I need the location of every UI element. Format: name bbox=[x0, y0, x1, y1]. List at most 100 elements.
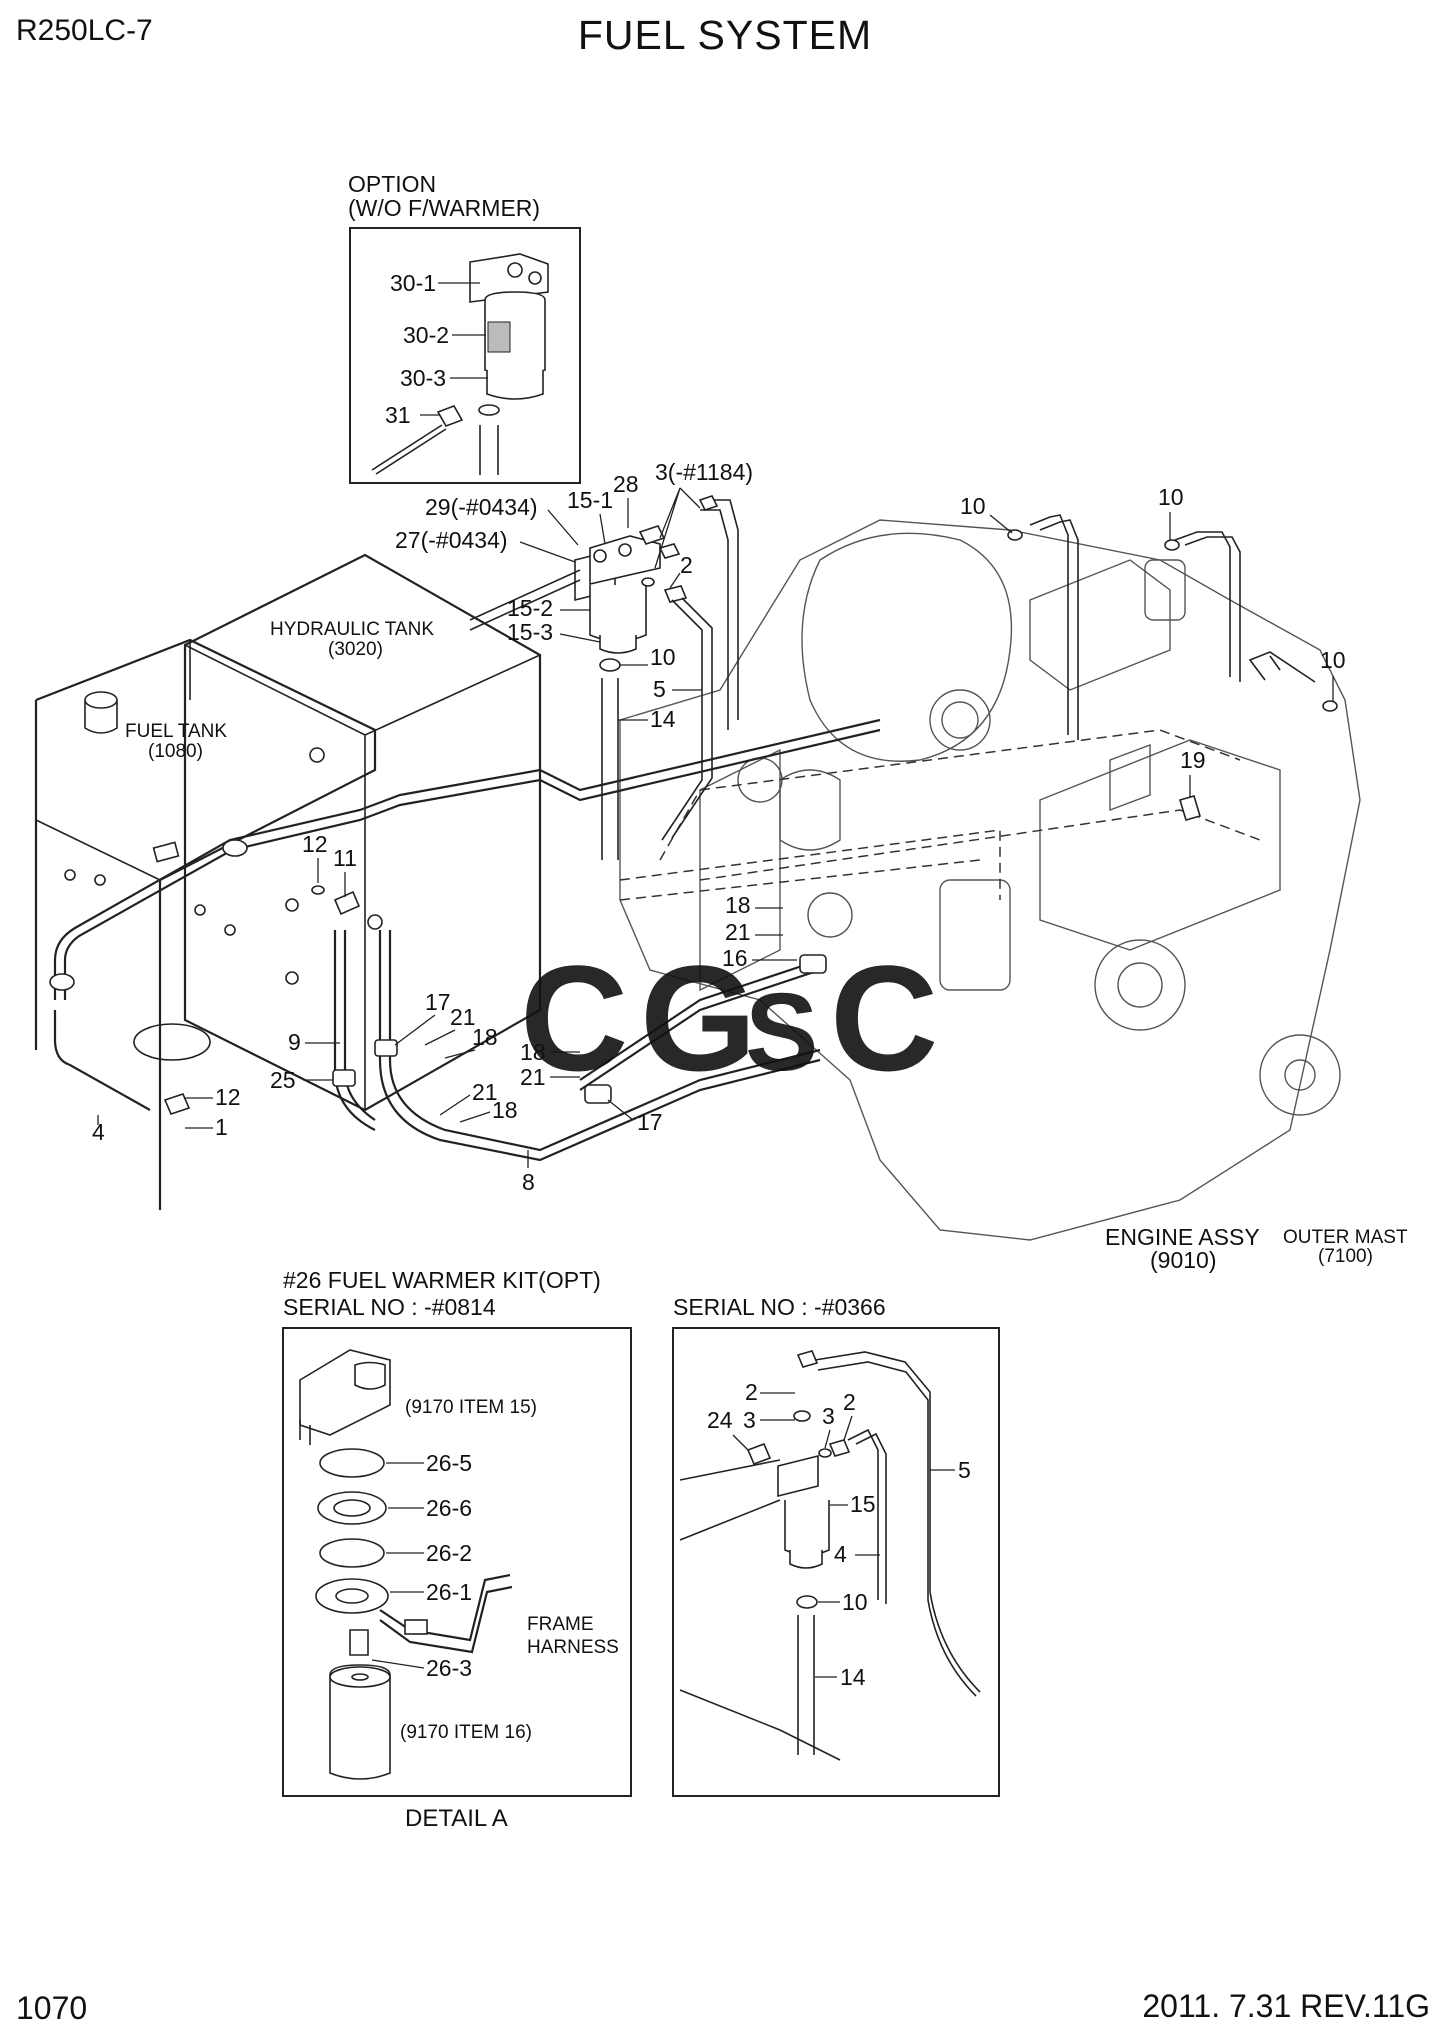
callout-27: 27(-#0434) bbox=[395, 527, 508, 553]
label-30-2: 30-2 bbox=[403, 322, 449, 348]
hose-5 bbox=[661, 597, 713, 841]
callout-14: 14 bbox=[650, 706, 676, 732]
connector-top bbox=[698, 495, 719, 511]
revision-date: 2011. 7.31 REV.11G bbox=[1142, 1988, 1430, 2024]
callout-18-d: 18 bbox=[492, 1097, 518, 1123]
option-subtitle: (W/O F/WARMER) bbox=[348, 195, 540, 221]
detail-a-serial: SERIAL NO : -#0814 bbox=[283, 1294, 496, 1320]
label-14: 14 bbox=[840, 1664, 866, 1690]
detail-a-fuel-warmer-kit: #26 FUEL WARMER KIT(OPT) SERIAL NO : -#0… bbox=[282, 1267, 632, 1832]
tank-piping bbox=[49, 718, 881, 1162]
callout-21-b: 21 bbox=[450, 1004, 476, 1030]
option-title: OPTION bbox=[348, 171, 436, 197]
callout-1: 1 bbox=[215, 1114, 228, 1140]
clamp-17 bbox=[584, 1084, 612, 1104]
callout-21-c: 21 bbox=[520, 1064, 546, 1090]
head-port bbox=[507, 262, 523, 278]
hydraulic-tank-label: HYDRAULIC TANK bbox=[270, 619, 434, 640]
serial-box-heading: SERIAL NO : -#0366 bbox=[673, 1294, 886, 1320]
filter-bowl-15-3 bbox=[599, 635, 637, 654]
label-harness: HARNESS bbox=[527, 1637, 619, 1658]
turbocharger bbox=[801, 532, 1013, 762]
callout-18-a: 18 bbox=[725, 892, 751, 918]
callout-4: 4 bbox=[92, 1119, 105, 1145]
callout-9: 9 bbox=[288, 1029, 301, 1055]
callout-12-lower: 12 bbox=[215, 1084, 241, 1110]
callout-18-b: 18 bbox=[472, 1024, 498, 1050]
label-24: 24 bbox=[707, 1407, 733, 1433]
model-number: R250LC-7 bbox=[16, 14, 153, 47]
callout-15-1: 15-1 bbox=[567, 487, 613, 513]
fuel-filler-cap bbox=[84, 700, 118, 734]
serial-box-frame bbox=[672, 1327, 1000, 1797]
engine-callouts: 10 10 10 19 bbox=[960, 484, 1346, 821]
hose-14 bbox=[601, 678, 619, 860]
label-26-3: 26-3 bbox=[426, 1655, 472, 1681]
ref-item-16: (9170 ITEM 16) bbox=[400, 1722, 532, 1743]
label-26-2: 26-2 bbox=[426, 1540, 472, 1566]
callout-17-b: 17 bbox=[637, 1109, 663, 1135]
callout-10-engine-c: 10 bbox=[1320, 647, 1346, 673]
fuel-tank-label: FUEL TANK bbox=[125, 721, 227, 742]
fitting-31 bbox=[436, 405, 464, 427]
label-2-top: 2 bbox=[745, 1379, 758, 1405]
option-filter-box: OPTION (W/O F/WARMER) 30-1 30-2 30-3 31 bbox=[348, 171, 581, 484]
fuel-filter-assembly bbox=[469, 495, 739, 860]
label-4: 4 bbox=[834, 1541, 847, 1567]
sender-plate bbox=[133, 1023, 211, 1061]
callout-28: 28 bbox=[613, 471, 639, 497]
label-3-left: 3 bbox=[743, 1407, 756, 1433]
fitting-1 bbox=[163, 1093, 191, 1115]
engine-label: ENGINE ASSY bbox=[1105, 1224, 1260, 1250]
label-26-5: 26-5 bbox=[426, 1450, 472, 1476]
callout-18-c: 18 bbox=[520, 1039, 546, 1065]
fuel-line-upper bbox=[579, 958, 821, 1091]
washer bbox=[478, 404, 500, 416]
seal-10 bbox=[796, 1595, 818, 1609]
callout-16: 16 bbox=[722, 945, 748, 971]
label-3-right: 3 bbox=[822, 1403, 835, 1429]
filter-element-15-2 bbox=[589, 585, 647, 642]
filter-15 bbox=[784, 1500, 830, 1556]
clip-19 bbox=[1179, 795, 1201, 821]
callout-29: 29(-#0434) bbox=[425, 494, 538, 520]
callout-8: 8 bbox=[522, 1169, 535, 1195]
oring-26-2 bbox=[319, 1538, 385, 1568]
callout-25: 25 bbox=[270, 1067, 296, 1093]
tank-callouts: 12 11 18 21 16 17 21 18 9 25 18 21 12 bbox=[92, 831, 797, 1195]
option-frame bbox=[349, 227, 581, 484]
hose-5 bbox=[814, 1351, 981, 1697]
label-31: 31 bbox=[385, 402, 411, 428]
callout-19: 19 bbox=[1180, 747, 1206, 773]
clamp-25 bbox=[332, 1069, 356, 1087]
watermark-letter: G bbox=[640, 934, 757, 1102]
ref-item-15: (9170 ITEM 15) bbox=[405, 1397, 537, 1418]
fuel-line-9 bbox=[333, 930, 376, 1131]
callout-12-upper: 12 bbox=[302, 831, 328, 857]
fuel-tank: FUEL TANK (1080) bbox=[34, 638, 377, 1210]
watermark-letter: S bbox=[745, 971, 818, 1094]
callout-15-3: 15-3 bbox=[507, 619, 553, 645]
page-number: 1070 bbox=[16, 1990, 88, 2026]
callout-21-d: 21 bbox=[472, 1079, 498, 1105]
cgsc-watermark-logo: C G S C bbox=[520, 934, 938, 1102]
drain-tube bbox=[479, 425, 499, 475]
fuel-line-8 bbox=[378, 930, 821, 1162]
watermark-letter: C bbox=[520, 934, 628, 1102]
hose-return bbox=[700, 499, 739, 730]
hydraulic-tank-code: (3020) bbox=[328, 639, 383, 660]
hose-31 bbox=[371, 424, 447, 475]
hose-14 bbox=[797, 1615, 815, 1755]
callout-3: 3(-#1184) bbox=[655, 459, 753, 485]
label-15: 15 bbox=[850, 1491, 876, 1517]
filter-callouts: 28 3(-#1184) 29(-#0434) 15-1 27(-#0434) … bbox=[395, 459, 753, 732]
label-30-3: 30-3 bbox=[400, 365, 446, 391]
serial-0366-detail: SERIAL NO : -#0366 2 24 3 3 2 bbox=[672, 1294, 1000, 1797]
filter-cartridge bbox=[329, 1664, 391, 1780]
callout-11: 11 bbox=[333, 845, 357, 871]
outer-mast-label: OUTER MAST bbox=[1283, 1227, 1408, 1248]
callout-10-engine-b: 10 bbox=[1158, 484, 1184, 510]
oring-12 bbox=[311, 885, 325, 895]
callout-17-a: 17 bbox=[425, 989, 451, 1015]
